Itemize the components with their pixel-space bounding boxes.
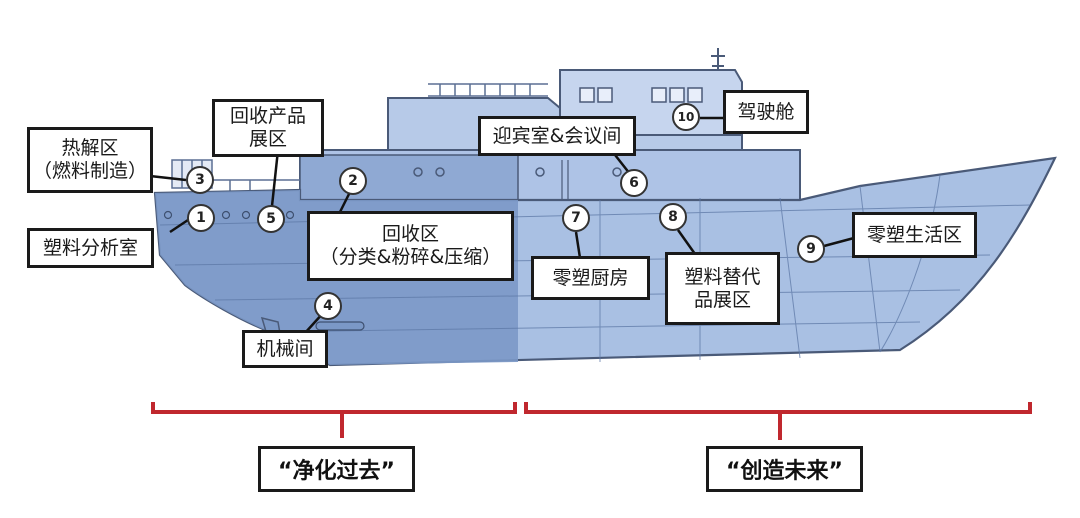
callout-line: 品展区	[693, 288, 751, 311]
callout-line: （燃料制造）	[32, 160, 147, 182]
marker-10: 10	[672, 103, 700, 131]
callout-line: 迎宾室&会议间	[492, 124, 622, 147]
callout-line: 机械间	[256, 337, 314, 360]
callout-plastic-alternatives-exhibit: 塑料替代 品展区	[665, 252, 780, 325]
aft-block	[299, 154, 519, 201]
stairs	[561, 160, 569, 200]
callout-line: 热解区	[61, 137, 119, 159]
callout-line: 展区	[248, 128, 287, 150]
marker-7: 7	[562, 204, 590, 232]
callout-line: 塑料分析室	[42, 236, 138, 259]
callout-plastic-analysis-lab: 塑料分析室	[27, 228, 154, 268]
callout-line: 塑料替代	[684, 265, 761, 288]
callout-machinery-room: 机械间	[242, 330, 328, 368]
leader-lines	[149, 116, 855, 334]
callout-recycled-products-exhibit: 回收产品 展区	[212, 99, 324, 157]
callout-reception-meeting-room: 迎宾室&会议间	[478, 116, 636, 156]
callout-line: 零塑生活区	[866, 223, 962, 246]
porthole-row	[413, 167, 622, 177]
propeller-shaft	[315, 321, 365, 331]
callout-line: 回收产品	[229, 105, 306, 127]
marker-5: 5	[257, 205, 285, 233]
marker-9: 9	[797, 235, 825, 263]
marker-6: 6	[620, 169, 648, 197]
callout-zero-plastic-kitchen: 零塑厨房	[531, 256, 650, 300]
marker-8: 8	[659, 203, 687, 231]
section-brackets	[151, 402, 1032, 440]
stern-portholes	[163, 210, 295, 220]
callout-line: 零塑厨房	[552, 266, 629, 289]
marker-4: 4	[314, 292, 342, 320]
marker-3: 3	[186, 166, 214, 194]
callout-line: 回收区	[381, 223, 439, 245]
callout-zero-plastic-living-zone: 零塑生活区	[852, 212, 977, 258]
callout-recycling-zone: 回收区 （分类&粉碎&压缩）	[307, 211, 514, 281]
callout-pyrolysis-zone: 热解区 （燃料制造）	[27, 127, 153, 193]
section-label-purify-past: “净化过去”	[258, 446, 415, 492]
upper-railing	[428, 83, 548, 97]
section-label-create-future: “创造未来”	[706, 446, 863, 492]
bridge-windows	[579, 87, 703, 103]
marker-2: 2	[339, 167, 367, 195]
marker-1: 1	[187, 204, 215, 232]
callout-bridge: 驾驶舱	[723, 90, 809, 134]
callout-line: （分类&粉碎&压缩）	[319, 246, 502, 268]
callout-line: 驾驶舱	[737, 100, 795, 123]
